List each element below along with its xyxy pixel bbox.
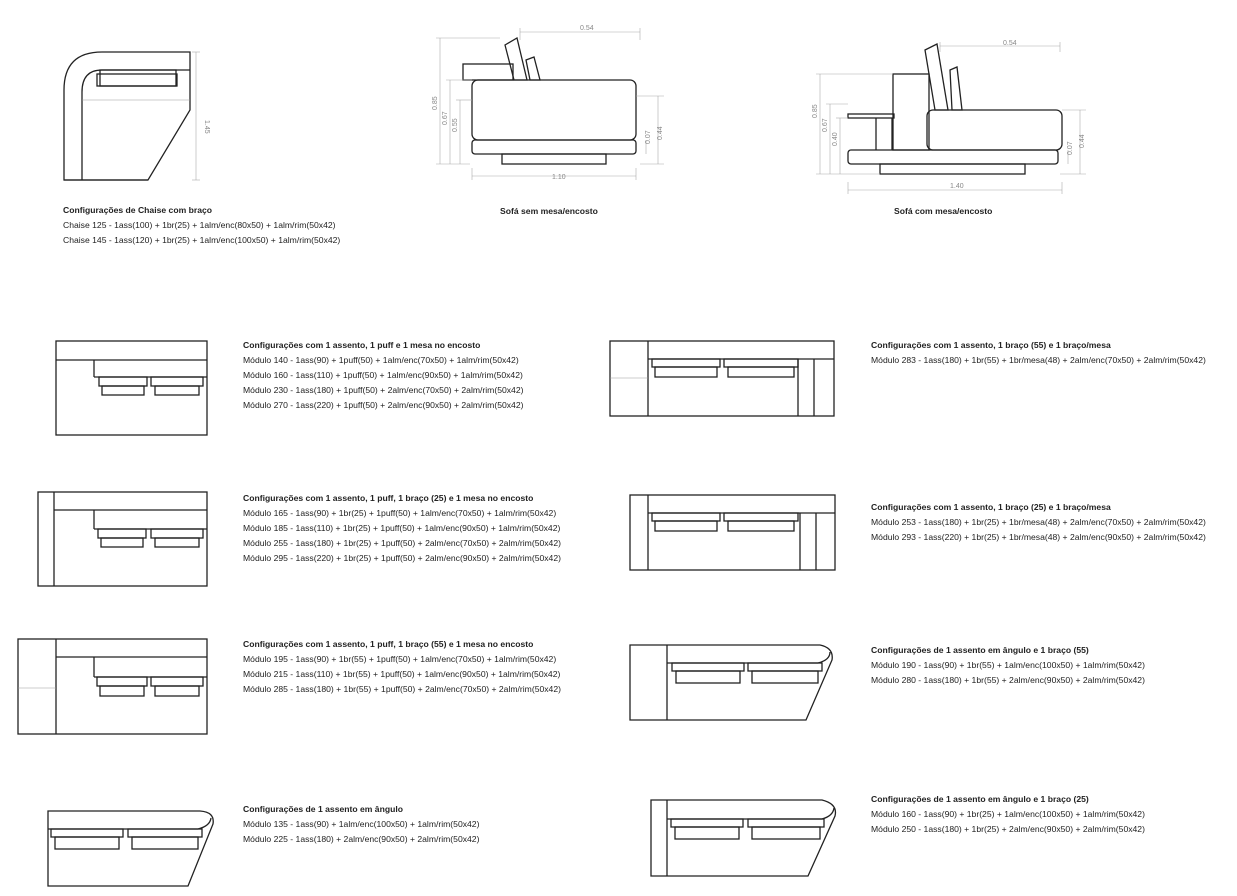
chaise-config-title: Configurações de Chaise com braço <box>63 205 212 215</box>
config-title: Configurações com 1 assento, 1 puff, 1 b… <box>243 639 534 649</box>
config-title: Configurações com 1 assento, 1 braço (55… <box>871 340 1111 350</box>
dim-sem-width: 1.10 <box>552 174 566 181</box>
config-line: Módulo 230 - 1ass(180) + 1puff(50) + 2al… <box>243 385 524 395</box>
config-line: Módulo 293 - 1ass(220) + 1br(25) + 1br/m… <box>871 532 1206 542</box>
config-line: Módulo 250 - 1ass(180) + 1br(25) + 2alm/… <box>871 824 1145 834</box>
config-line: Módulo 253 - 1ass(180) + 1br(25) + 1br/m… <box>871 517 1206 527</box>
config-line: Módulo 295 - 1ass(220) + 1br(25) + 1puff… <box>243 553 561 563</box>
config-line: Módulo 215 - 1ass(110) + 1br(55) + 1puff… <box>243 669 561 679</box>
config-line: Módulo 283 - 1ass(180) + 1br(55) + 1br/m… <box>871 355 1206 365</box>
dim-com-h4: 0.07 <box>1067 141 1074 155</box>
config-3-drawing <box>37 491 208 587</box>
dim-com-h1: 0.85 <box>812 104 819 118</box>
caption-sofa-com-mesa: Sofá com mesa/encosto <box>894 206 993 216</box>
config-line: Módulo 270 - 1ass(220) + 1puff(50) + 2al… <box>243 400 524 410</box>
config-8-text: Configurações de 1 assento em ângulo e 1… <box>871 792 1145 837</box>
config-line: Módulo 285 - 1ass(180) + 1br(55) + 1puff… <box>243 684 561 694</box>
dim-sem-h2: 0.67 <box>442 111 449 125</box>
caption-sofa-sem-mesa: Sofá sem mesa/encosto <box>500 206 598 216</box>
config-line: Módulo 165 - 1ass(90) + 1br(25) + 1puff(… <box>243 508 557 518</box>
config-line: Módulo 135 - 1ass(90) + 1alm/enc(100x50)… <box>243 819 480 829</box>
config-3-text: Configurações com 1 assento, 1 puff, 1 b… <box>243 491 561 566</box>
config-line: Módulo 160 - 1ass(110) + 1puff(50) + 1al… <box>243 370 523 380</box>
chaise-drawing <box>63 51 200 181</box>
chaise-config-line: Chaise 125 - 1ass(100) + 1br(25) + 1alm/… <box>63 220 336 230</box>
config-line: Módulo 225 - 1ass(180) + 2alm/enc(90x50)… <box>243 834 480 844</box>
config-5-text: Configurações com 1 assento, 1 puff, 1 b… <box>243 637 561 697</box>
config-4-drawing <box>629 494 836 571</box>
config-line: Módulo 190 - 1ass(90) + 1br(55) + 1alm/e… <box>871 660 1145 670</box>
config-title: Configurações de 1 assento em ângulo <box>243 804 403 814</box>
config-line: Módulo 160 - 1ass(90) + 1br(25) + 1alm/e… <box>871 809 1145 819</box>
dim-sem-h4: 0.07 <box>645 130 652 144</box>
config-7-text: Configurações de 1 assento em ângulo Mód… <box>243 802 479 847</box>
config-title: Configurações com 1 assento, 1 braço (25… <box>871 502 1111 512</box>
config-line: Módulo 195 - 1ass(90) + 1br(55) + 1puff(… <box>243 654 557 664</box>
config-7-drawing <box>47 810 214 887</box>
config-4-text: Configurações com 1 assento, 1 braço (25… <box>871 500 1206 545</box>
config-8-drawing <box>650 799 837 877</box>
dim-sem-top: 0.54 <box>580 25 594 32</box>
chaise-config-block: Configurações de Chaise com braço Chaise… <box>63 203 340 248</box>
dim-sem-h5: 0.44 <box>657 126 664 140</box>
dim-com-h2: 0.67 <box>822 118 829 132</box>
config-title: Configurações com 1 assento, 1 puff, 1 b… <box>243 493 534 503</box>
config-2-text: Configurações com 1 assento, 1 braço (55… <box>871 338 1206 368</box>
dim-com-top: 0.54 <box>1003 40 1017 47</box>
config-title: Configurações de 1 assento em ângulo e 1… <box>871 645 1089 655</box>
config-line: Módulo 140 - 1ass(90) + 1puff(50) + 1alm… <box>243 355 519 365</box>
config-1-drawing <box>55 340 208 436</box>
config-line: Módulo 185 - 1ass(110) + 1br(25) + 1puff… <box>243 523 561 533</box>
config-5-drawing <box>17 638 208 735</box>
config-6-drawing <box>629 644 833 721</box>
dim-com-h5: 0.44 <box>1079 134 1086 148</box>
dim-chaise-depth: 1.45 <box>203 120 210 134</box>
chaise-config-line: Chaise 145 - 1ass(120) + 1br(25) + 1alm/… <box>63 235 341 245</box>
config-title: Configurações de 1 assento em ângulo e 1… <box>871 794 1089 804</box>
dim-com-width: 1.40 <box>950 183 964 190</box>
config-2-drawing <box>609 340 835 417</box>
dim-sem-h1: 0.85 <box>432 96 439 110</box>
config-1-text: Configurações com 1 assento, 1 puff e 1 … <box>243 338 523 413</box>
sofa-com-mesa-drawing <box>816 42 1086 194</box>
config-line: Módulo 255 - 1ass(180) + 1br(25) + 1puff… <box>243 538 561 548</box>
dim-com-h3: 0.40 <box>832 132 839 146</box>
sofa-sem-mesa-drawing <box>436 28 664 180</box>
config-6-text: Configurações de 1 assento em ângulo e 1… <box>871 643 1145 688</box>
dim-sem-h3: 0.55 <box>452 118 459 132</box>
config-title: Configurações com 1 assento, 1 puff e 1 … <box>243 340 481 350</box>
config-line: Módulo 280 - 1ass(180) + 1br(55) + 2alm/… <box>871 675 1145 685</box>
